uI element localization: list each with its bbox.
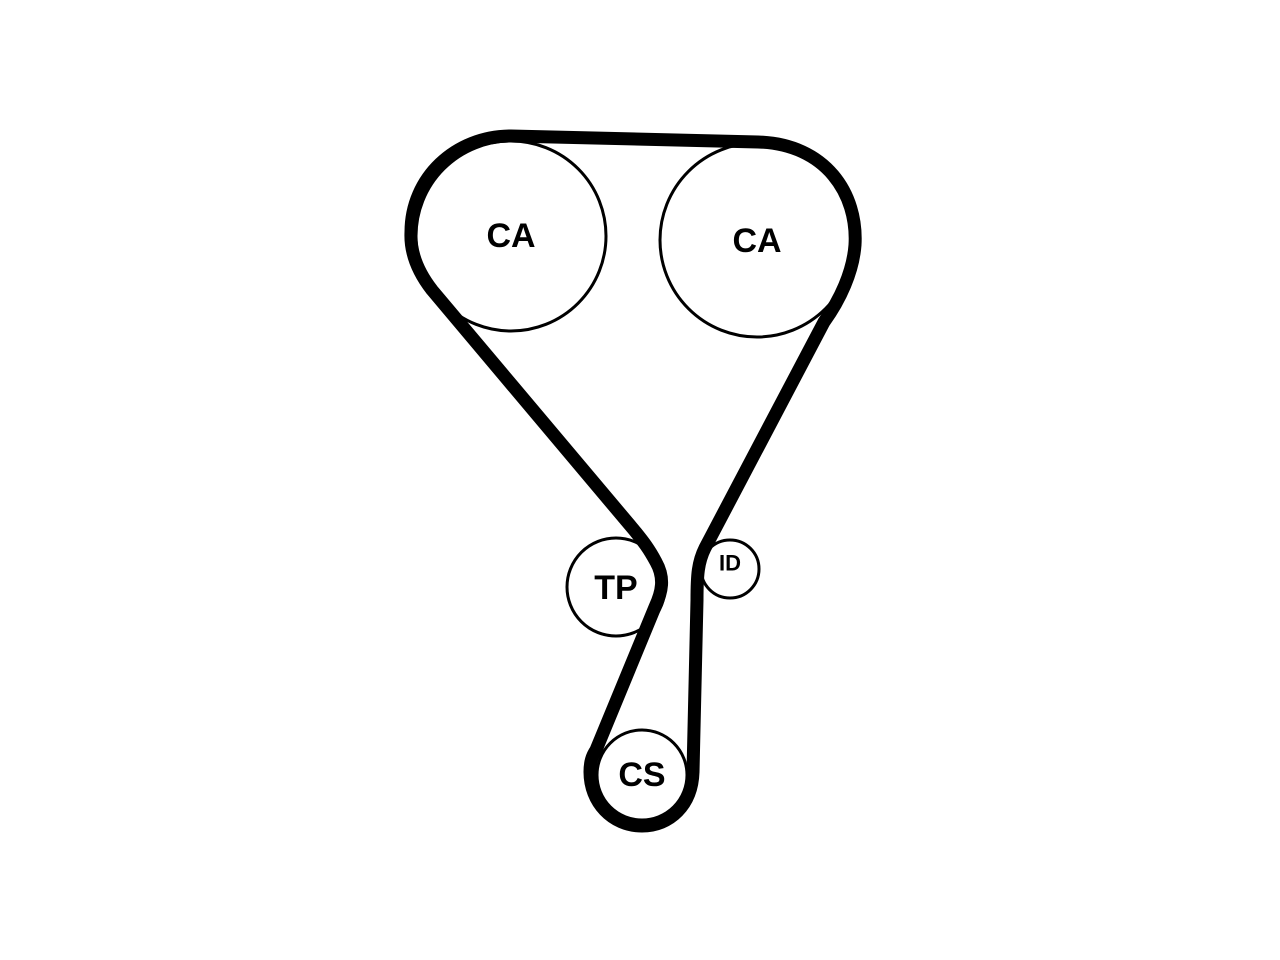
pulley-tensioner: TP <box>565 536 667 638</box>
crank-label: CS <box>618 756 665 794</box>
pulley-cam-left: CA <box>414 139 608 333</box>
idler-label: ID <box>719 551 741 576</box>
cam-right-label: CA <box>732 222 781 260</box>
cam-left-label: CA <box>486 217 535 255</box>
tensioner-label: TP <box>594 569 637 607</box>
timing-belt <box>404 129 862 833</box>
pulley-idler: ID <box>699 538 761 600</box>
